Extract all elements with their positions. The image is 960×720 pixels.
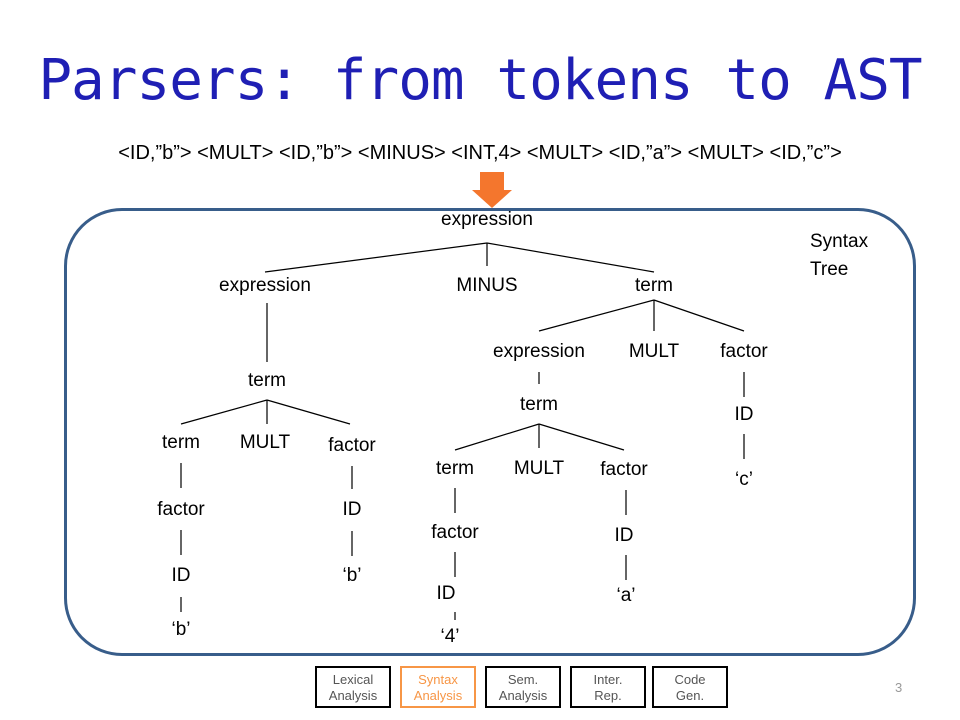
tree-node-term-left-child: term: [162, 432, 200, 453]
tree-node-expression-root: expression: [441, 209, 533, 230]
tree-node-literal-a: ‘a’: [616, 585, 636, 606]
tree-node-expression-right: expression: [493, 341, 585, 362]
tree-node-mult-right: MULT: [628, 341, 680, 362]
phase-label-line2: Rep.: [594, 688, 622, 703]
tree-node-factor-4: factor: [431, 522, 479, 543]
tree-node-term-right: term: [635, 275, 673, 296]
phase-label-line2: Analysis: [413, 688, 463, 703]
tree-node-id-left-b: ID: [342, 499, 362, 520]
phase-label-line2: Analysis: [498, 688, 548, 703]
tree-node-literal-4: ‘4’: [440, 626, 460, 647]
phase-label-line1: Sem.: [507, 672, 539, 687]
phase-semantic-analysis: Sem. Analysis: [485, 666, 561, 708]
phase-label-line1: Syntax: [418, 672, 458, 687]
syntax-tree-label: Syntax Tree: [810, 228, 868, 284]
down-arrow-icon: [472, 172, 512, 208]
phase-label-line1: Lexical: [332, 672, 374, 687]
tree-node-factor-left: factor: [157, 499, 205, 520]
tree-node-mult-left: MULT: [239, 432, 291, 453]
token-stream: <ID,”b”> <MULT> <ID,”b”> <MINUS> <INT,4>…: [118, 142, 842, 164]
phase-code-generation: Code Gen.: [652, 666, 728, 708]
tree-node-literal-b-1: ‘b’: [171, 619, 191, 640]
syntax-tree-label-line1: Syntax: [810, 231, 869, 252]
tree-node-term-left: term: [248, 370, 286, 391]
phase-label-line2: Gen.: [675, 688, 705, 703]
tree-node-factor-right: factor: [720, 341, 768, 362]
syntax-tree-label-line2: Tree: [810, 259, 849, 280]
tree-node-id-left: ID: [171, 565, 191, 586]
tree-node-factor-a: factor: [600, 459, 648, 480]
tree-node-term-right-child: term: [520, 394, 558, 415]
tree-node-id-c: ID: [734, 404, 754, 425]
phase-label-line1: Inter.: [593, 672, 623, 687]
tree-node-id-4: ID: [436, 583, 456, 604]
tree-node-id-a: ID: [614, 525, 634, 546]
phase-label-line2: Analysis: [328, 688, 378, 703]
tree-node-term-4: term: [436, 458, 474, 479]
page-number: 3: [895, 680, 903, 695]
phase-intermediate-representation: Inter. Rep.: [570, 666, 646, 708]
tree-node-literal-b-2: ‘b’: [342, 565, 362, 586]
tree-node-literal-c: ‘c’: [735, 469, 753, 490]
slide-title: Parsers: from tokens to AST: [38, 48, 922, 113]
tree-node-expression-left: expression: [219, 275, 311, 296]
phase-label-line1: Code: [674, 672, 706, 687]
tree-node-minus: MINUS: [456, 275, 518, 296]
phase-syntax-analysis: Syntax Analysis: [400, 666, 476, 708]
tree-node-factor-left-b: factor: [328, 435, 376, 456]
phase-lexical-analysis: Lexical Analysis: [315, 666, 391, 708]
syntax-tree-frame: [64, 208, 916, 656]
tree-node-mult-right-2: MULT: [513, 458, 565, 479]
